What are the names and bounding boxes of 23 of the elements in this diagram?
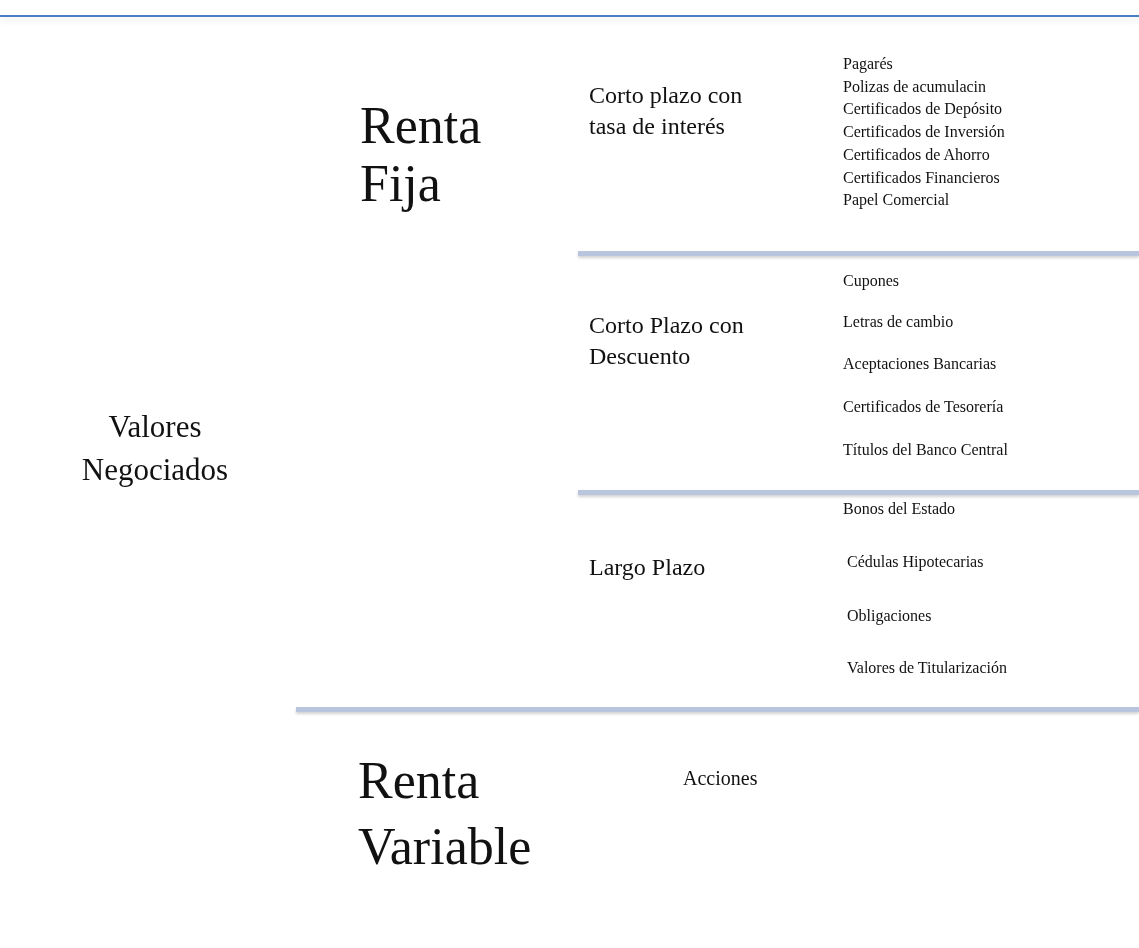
category-label: Certificados de Tesorería [843, 397, 1004, 417]
category-label: Cédulas Hipotecarias [847, 552, 984, 573]
category-label: Valores Negociados [80, 408, 230, 489]
category-label: Certificados de Inversión [843, 122, 1005, 143]
category-label: Aceptaciones Bancarias [843, 354, 997, 375]
category-label: Valores de Titularización [847, 658, 1007, 678]
category-label: Certificados de Depósito [843, 99, 1003, 120]
category-label: Certificados Financieros [843, 167, 1000, 188]
category-label: Pagarés [843, 54, 893, 75]
category-label: Bonos del Estado [843, 499, 955, 519]
category-label: Renta Variable [358, 751, 533, 877]
category-label: Acciones [683, 766, 758, 791]
category-label: Renta Fija [360, 97, 483, 213]
category-label: Polizas de acumulacin [843, 76, 987, 97]
category-label: Obligaciones [847, 606, 932, 627]
category-label: Títulos del Banco Central [843, 440, 1008, 460]
category-label: Letras de cambio [843, 312, 954, 332]
category-label: Papel Comercial [843, 190, 950, 211]
category-label: Corto Plazo con Descuento [589, 311, 745, 371]
category-label: Cupones [843, 271, 899, 292]
category-label: Corto plazo con tasa de interés [589, 81, 744, 141]
category-label: Certificados de Ahorro [843, 144, 990, 165]
category-label: Largo Plazo [589, 553, 706, 582]
